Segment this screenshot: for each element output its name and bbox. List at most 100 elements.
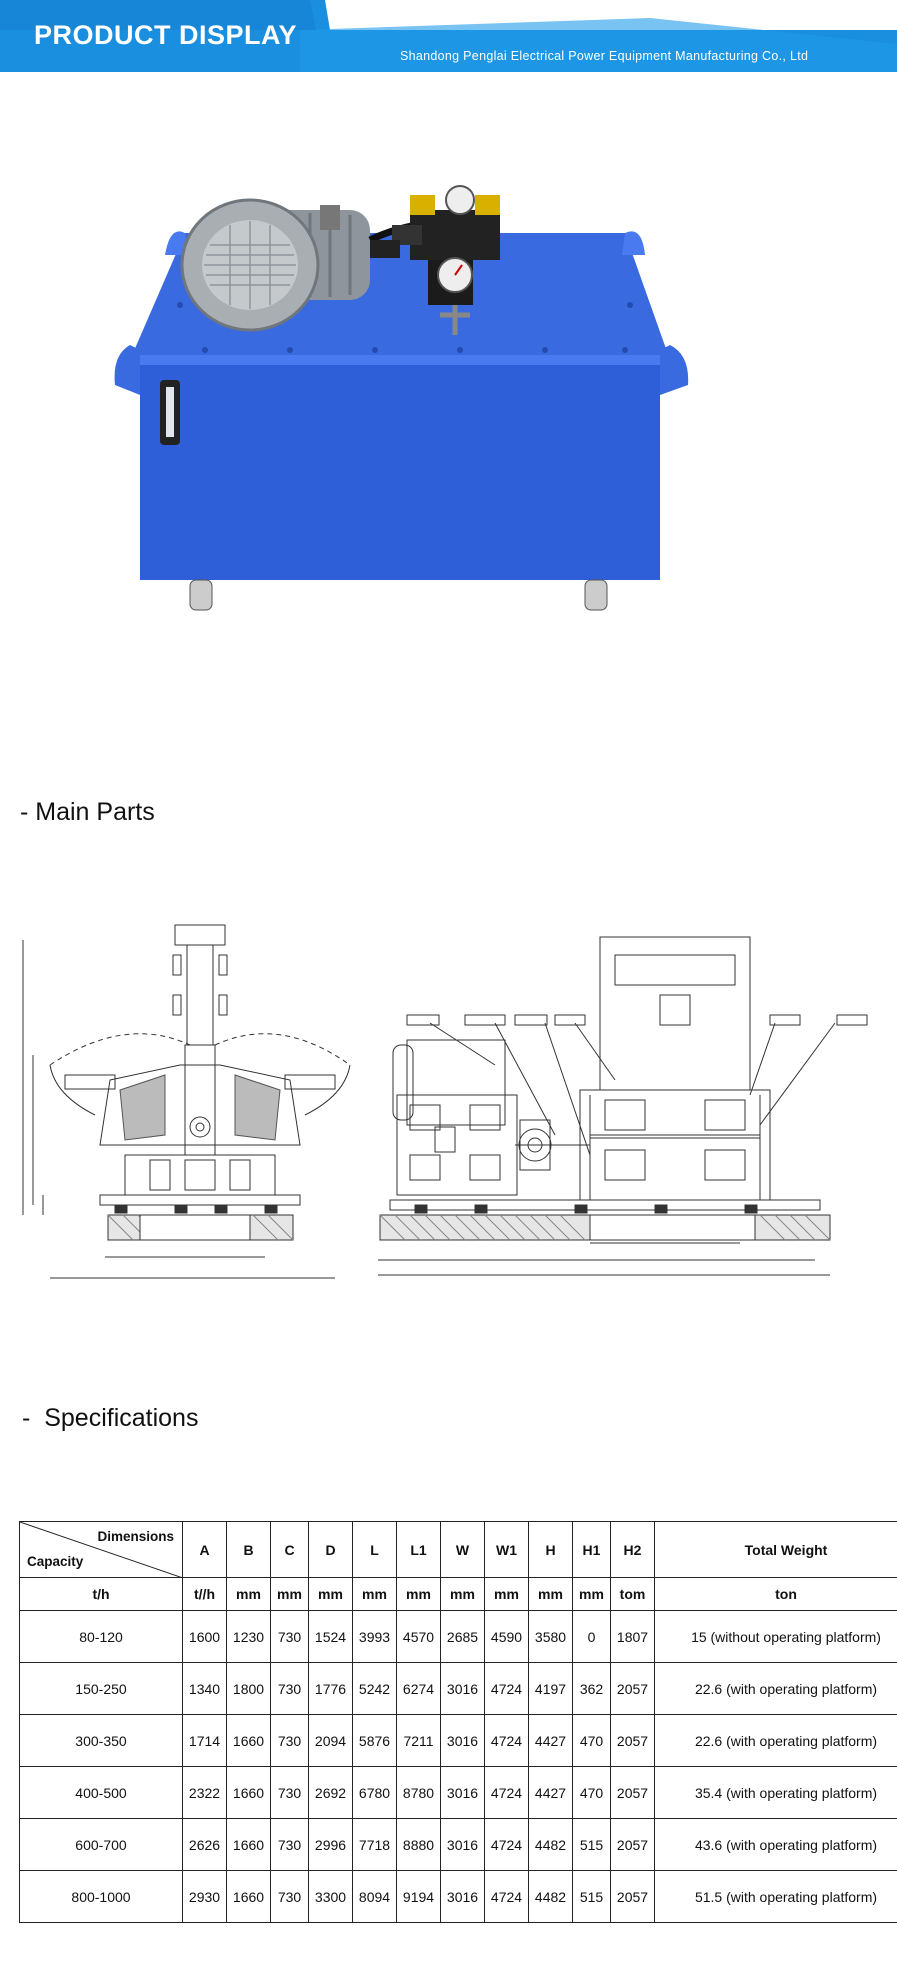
table-cell: 730: [270, 1766, 309, 1819]
banner-title: PRODUCT DISPLAY: [34, 20, 298, 50]
table-cell: 515: [572, 1818, 611, 1871]
header-banner: PRODUCT DISPLAY Shandong Penglai Electri…: [0, 0, 897, 72]
table-cell: 4427: [528, 1766, 573, 1819]
column-header: H2: [610, 1521, 655, 1578]
table-cell: 9194: [396, 1870, 441, 1923]
corner-capacity-label: Capacity: [27, 1554, 84, 1569]
total-weight-cell: 51.5 (with operating platform): [654, 1870, 897, 1923]
unit-cell: t//h: [182, 1577, 227, 1611]
table-cell: 470: [572, 1766, 611, 1819]
table-cell: 3016: [440, 1714, 485, 1767]
table-cell: 3993: [352, 1610, 397, 1663]
table-cell: 2057: [610, 1714, 655, 1767]
table-cell: 1807: [610, 1610, 655, 1663]
unit-cell: mm: [440, 1577, 485, 1611]
unit-cell: mm: [528, 1577, 573, 1611]
total-weight-cell: 15 (without operating platform): [654, 1610, 897, 1663]
table-cell: 5242: [352, 1662, 397, 1715]
table-cell: 1600: [182, 1610, 227, 1663]
specifications-table: Dimensions Capacity A B C D L L1 W W1 H …: [19, 1521, 897, 1923]
table-cell: 1524: [308, 1610, 353, 1663]
total-weight-cell: 43.6 (with operating platform): [654, 1818, 897, 1871]
table-cell: 4724: [484, 1714, 529, 1767]
table-cell: 8880: [396, 1818, 441, 1871]
table-cell: 2057: [610, 1818, 655, 1871]
table-cell: 4570: [396, 1610, 441, 1663]
table-cell: 1776: [308, 1662, 353, 1715]
company-name: Shandong Penglai Electrical Power Equipm…: [400, 49, 809, 63]
column-header: W1: [484, 1521, 529, 1578]
main-parts-drawing: [15, 915, 885, 1295]
column-header: W: [440, 1521, 485, 1578]
table-cell: 4724: [484, 1766, 529, 1819]
main-parts-heading: - Main Parts: [20, 798, 155, 826]
column-header: H1: [572, 1521, 611, 1578]
column-header: Total Weight: [654, 1521, 897, 1578]
header-row: Dimensions Capacity A B C D L L1 W W1 H …: [19, 1521, 897, 1578]
table-cell: 3300: [308, 1870, 353, 1923]
side-view-drawing: [378, 936, 868, 1276]
table-cell: 362: [572, 1662, 611, 1715]
column-header: D: [308, 1521, 353, 1578]
table-cell: 1340: [182, 1662, 227, 1715]
units-row: t/h t//h mm mm mm mm mm mm mm mm mm tom …: [19, 1577, 897, 1611]
table-cell: 1660: [226, 1818, 271, 1871]
table-cell: 3016: [440, 1662, 485, 1715]
table-cell: 4427: [528, 1714, 573, 1767]
table-cell: 2685: [440, 1610, 485, 1663]
unit-cell: mm: [352, 1577, 397, 1611]
table-cell: 2996: [308, 1818, 353, 1871]
table-cell: 5876: [352, 1714, 397, 1767]
table-cell: 470: [572, 1714, 611, 1767]
table-cell: 8094: [352, 1870, 397, 1923]
table-cell: 2692: [308, 1766, 353, 1819]
unit-cell: mm: [270, 1577, 309, 1611]
table-cell: 7718: [352, 1818, 397, 1871]
table-cell: 4724: [484, 1870, 529, 1923]
table-cell: 4482: [528, 1818, 573, 1871]
table-cell: 6780: [352, 1766, 397, 1819]
table-cell: 730: [270, 1870, 309, 1923]
table-cell: 4482: [528, 1870, 573, 1923]
corner-header-cell: Dimensions Capacity: [19, 1521, 183, 1578]
table-cell: 730: [270, 1714, 309, 1767]
table-cell: 4724: [484, 1818, 529, 1871]
table-cell: 7211: [396, 1714, 441, 1767]
banner-background: [0, 0, 897, 72]
table-cell: 3016: [440, 1766, 485, 1819]
table-cell: 1230: [226, 1610, 271, 1663]
capacity-cell: 80-120: [19, 1610, 183, 1663]
table-cell: 2057: [610, 1662, 655, 1715]
table-cell: 1660: [226, 1870, 271, 1923]
table-cell: 4724: [484, 1662, 529, 1715]
table-cell: 2322: [182, 1766, 227, 1819]
total-weight-cell: 22.6 (with operating platform): [654, 1662, 897, 1715]
table-cell: 8780: [396, 1766, 441, 1819]
table-cell: 6274: [396, 1662, 441, 1715]
capacity-cell: 600-700: [19, 1818, 183, 1871]
table-cell: 2626: [182, 1818, 227, 1871]
capacity-cell: 800-1000: [19, 1870, 183, 1923]
table-cell: 3016: [440, 1870, 485, 1923]
unit-cell: mm: [484, 1577, 529, 1611]
hydraulic-station-image: [110, 185, 750, 655]
corner-dimensions-label: Dimensions: [97, 1529, 174, 1544]
unit-cell: ton: [654, 1577, 897, 1611]
table-cell: 1800: [226, 1662, 271, 1715]
table-cell: 2057: [610, 1766, 655, 1819]
table-cell: 0: [572, 1610, 611, 1663]
table-cell: 1714: [182, 1714, 227, 1767]
table-cell: 1660: [226, 1766, 271, 1819]
table-cell: 3580: [528, 1610, 573, 1663]
column-header: H: [528, 1521, 573, 1578]
column-header: L: [352, 1521, 397, 1578]
unit-cell: mm: [572, 1577, 611, 1611]
unit-cell: tom: [610, 1577, 655, 1611]
column-header: L1: [396, 1521, 441, 1578]
